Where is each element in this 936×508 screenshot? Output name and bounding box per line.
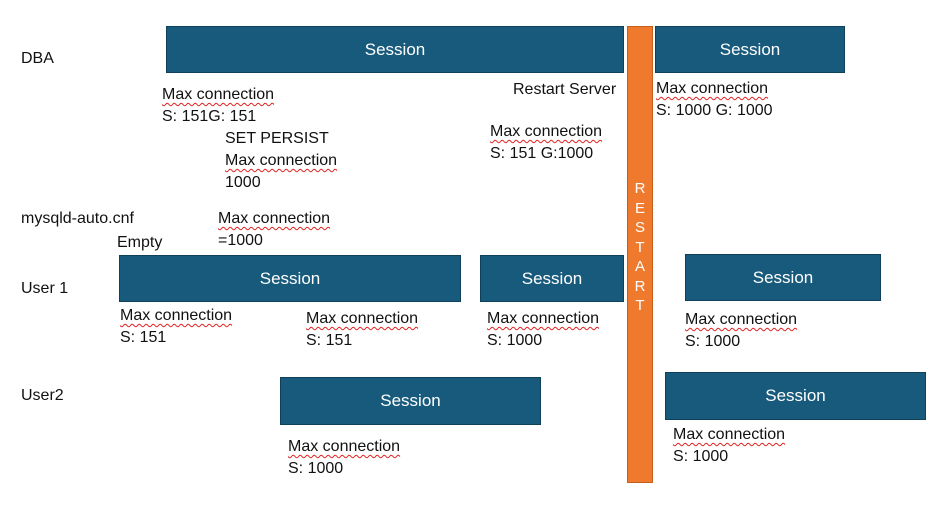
dba-after-title: Max connection (656, 80, 769, 97)
dba-before-title: Max connection (162, 86, 275, 103)
user1-s1-value: S: 151 (120, 329, 167, 346)
row-label-user1: User 1 (21, 280, 69, 297)
user1-s1-title: Max connection (120, 307, 233, 324)
dba-session-before: Session (166, 26, 624, 73)
user1-s4-value: S: 1000 (685, 333, 741, 350)
restart-bar: R E S T A R T (627, 26, 653, 483)
dba-restart-value: S: 151 G:1000 (490, 145, 594, 162)
cnf-empty-label: Empty (117, 234, 163, 251)
restart-letter: R (634, 180, 646, 197)
user2-s1-value: S: 1000 (288, 460, 344, 477)
user2-session-2: Session (665, 372, 926, 420)
dba-before-value: S: 151G: 151 (162, 108, 257, 125)
user2-s2-value: S: 1000 (673, 448, 729, 465)
user2-s1-title: Max connection (288, 438, 401, 455)
restart-letter: S (634, 219, 645, 236)
dba-session-after: Session (655, 26, 845, 73)
user1-s3-title: Max connection (487, 310, 600, 327)
user1-s3-value: S: 1000 (487, 332, 543, 349)
row-label-user2: User2 (21, 387, 64, 404)
user1-session-3: Session (685, 254, 881, 301)
restart-bar-letters: R E S T A R T (628, 179, 652, 316)
set-persist-title: Max connection (225, 152, 338, 169)
user1-s2-value: S: 151 (306, 332, 353, 349)
dba-restart-title: Max connection (490, 123, 603, 140)
cnf-value: =1000 (218, 232, 263, 249)
user1-session-2: Session (480, 255, 624, 302)
cnf-title: Max connection (218, 210, 331, 227)
row-label-cnf: mysqld-auto.cnf (21, 210, 134, 227)
restart-letter: A (634, 258, 645, 275)
dba-after-value: S: 1000 G: 1000 (656, 102, 773, 119)
restart-letter: R (634, 277, 646, 295)
user1-s4-title: Max connection (685, 311, 798, 328)
restart-letter: T (635, 297, 645, 314)
user2-session-1: Session (280, 377, 541, 425)
restart-letter: E (634, 199, 645, 217)
user1-session-1: Session (119, 255, 461, 302)
user1-s2-title: Max connection (306, 310, 419, 327)
restart-letter: T (635, 238, 645, 256)
user2-s2-title: Max connection (673, 426, 786, 443)
set-persist-command: SET PERSIST (225, 130, 329, 147)
restart-server-label: Restart Server (513, 81, 617, 98)
row-label-dba: DBA (21, 50, 54, 67)
set-persist-value: 1000 (225, 174, 261, 191)
